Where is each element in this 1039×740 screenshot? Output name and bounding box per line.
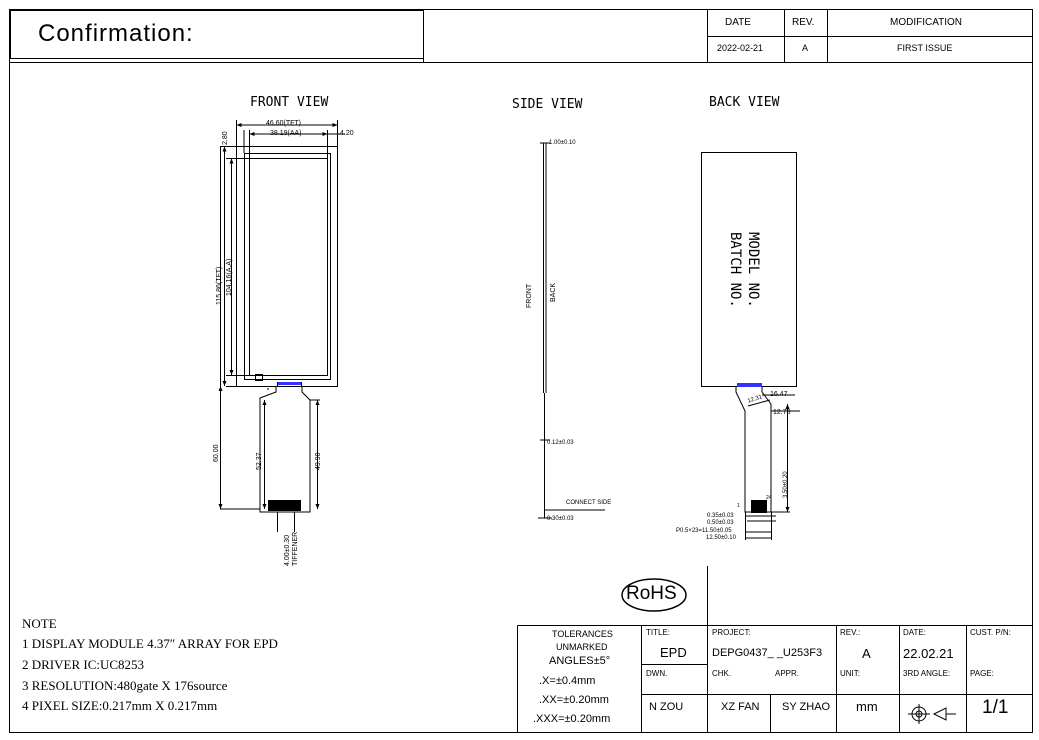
back-dim-7: P0.5×23=11.50±0.05 xyxy=(676,528,732,534)
rev-table-rev-header: REV. xyxy=(792,17,815,28)
rev-table-modification-header: MODIFICATION xyxy=(890,17,963,28)
rev-table-modification-value: FIRST ISSUE xyxy=(897,43,953,53)
tb-unit-label: UNIT: xyxy=(840,669,860,678)
tb-angles: ANGLES±5° xyxy=(549,655,611,667)
tb-rev-label: REV.: xyxy=(840,628,861,637)
dim-width-tft: 46.60(TFT) xyxy=(266,120,302,127)
tb-project-value: DEPG0437_ _U253F3 xyxy=(712,647,823,659)
side-back-label: BACK xyxy=(550,282,557,302)
back-pin-24: 24 xyxy=(766,495,772,501)
back-dim-3: 12.78 xyxy=(773,409,791,416)
tb-date-label: DATE: xyxy=(903,628,926,637)
front-active-area xyxy=(249,158,328,376)
rohs-badge xyxy=(621,578,687,612)
back-dim-1: 16.47 xyxy=(770,391,788,398)
tb-unmarked: UNMARKED xyxy=(556,642,608,652)
note-line: 3 RESOLUTION:480gate X 176source xyxy=(22,678,228,693)
note-line: 1 DISPLAY MODULE 4.37″ ARRAY FOR EPD xyxy=(22,636,278,651)
back-pin-1: 1 xyxy=(737,503,740,509)
sheet-border xyxy=(9,9,1033,733)
dim-fpc-right: 49.90 xyxy=(315,452,322,470)
back-connector-bar xyxy=(737,383,762,387)
note-line: 4 PIXEL SIZE:0.217mm X 0.217mm xyxy=(22,698,218,713)
rohs-text: RoHS xyxy=(626,583,677,604)
dim-fpc-left: 52.37 xyxy=(256,452,263,470)
tb-cust-label: CUST. P/N: xyxy=(970,628,1011,637)
dim-height-tft: 115.86(TFT) xyxy=(216,266,223,305)
tb-chk-label: CHK. xyxy=(712,669,732,678)
back-view-title: BACK VIEW xyxy=(709,95,780,110)
tb-appr-label: APPR. xyxy=(775,669,800,678)
tb-tol-3: .XXX=±0.20mm xyxy=(533,713,611,725)
back-dim-4: 3.50±0.20 xyxy=(783,471,789,498)
back-dim-6: 0.50±0.03 xyxy=(707,520,734,526)
rev-table-date-header: DATE xyxy=(725,17,751,28)
tb-title-label: TITLE: xyxy=(646,628,671,637)
dim-top-offset: 2.80 xyxy=(222,131,229,145)
tb-appr-value: SY ZHAO xyxy=(782,701,831,713)
back-dim-8: 12.50±0.10 xyxy=(706,535,736,541)
front-connector-bar xyxy=(278,382,301,385)
front-panel-outline xyxy=(236,146,338,387)
note-line: 2 DRIVER IC:UC8253 xyxy=(22,657,145,672)
tb-page-value: 1/1 xyxy=(982,697,1009,718)
side-fpc-thickness: 0.12±0.03 xyxy=(547,440,574,446)
dim-right-offset: 4.20 xyxy=(340,130,354,137)
tb-chk-value: XZ FAN xyxy=(721,701,760,713)
dim-height-aa: 104.16(A.A) xyxy=(226,258,233,296)
side-thickness: 1.00±0.10 xyxy=(549,140,576,146)
confirmation-label: Confirmation: xyxy=(38,20,194,47)
tb-tol-1: .X=±0.4mm xyxy=(539,675,596,687)
dim-stiffener-label: TIFFENER xyxy=(292,531,299,566)
side-view-title: SIDE VIEW xyxy=(512,97,583,112)
side-front-label: FRONT xyxy=(526,283,533,308)
tb-page-label: PAGE: xyxy=(970,669,994,678)
tb-tol-2: .XX=±0.20mm xyxy=(539,694,609,706)
dim-width-aa: 38.19(AA) xyxy=(270,130,302,137)
tb-tolerances: TOLERANCES xyxy=(552,629,613,639)
front-view-title: FRONT VIEW xyxy=(250,95,329,110)
dim-fpc-total: 60.00 xyxy=(213,444,220,462)
back-batch-no: BATCH NO. xyxy=(727,232,743,308)
third-angle-projection-icon xyxy=(905,703,960,725)
tb-rev-value: A xyxy=(862,646,871,661)
tb-angle-label: 3RD ANGLE: xyxy=(903,669,951,678)
tb-project-label: PROJECT: xyxy=(712,628,751,637)
back-dim-5: 0.35±0.03 xyxy=(707,513,734,519)
rev-table-date-value: 2022-02-21 xyxy=(717,43,764,53)
dim-stiffener: 4.00±0.30 xyxy=(284,534,291,566)
note-title: NOTE xyxy=(22,616,57,631)
tb-unit-value: mm xyxy=(856,699,878,714)
tb-dwn-label: DWN. xyxy=(646,669,668,678)
tb-title-value: EPD xyxy=(660,645,687,660)
side-connect-side: CONNECT SIDE xyxy=(566,500,612,506)
back-model-no: MODEL NO. xyxy=(745,232,761,308)
side-stiffener-thickness: 0.30±0.03 xyxy=(547,516,574,522)
tb-date-value: 22.02.21 xyxy=(903,646,954,661)
tb-dwn-value: N ZOU xyxy=(649,701,684,713)
rev-table-rev-value: A xyxy=(802,43,809,53)
